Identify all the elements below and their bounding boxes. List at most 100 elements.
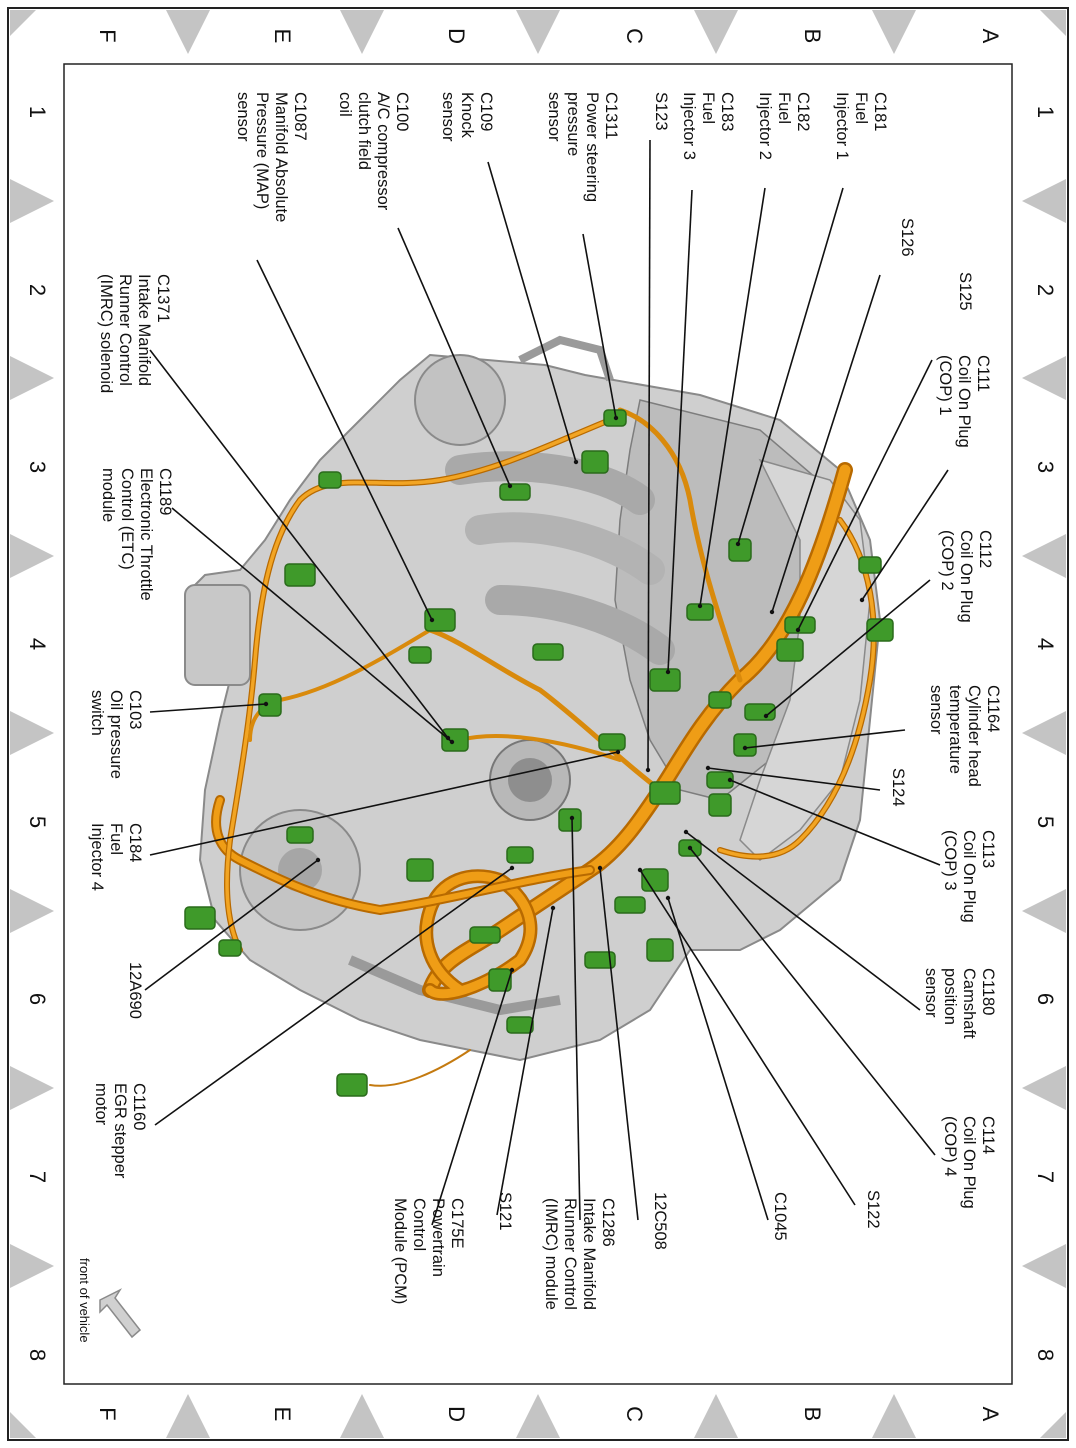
callout-code: 12C508 (651, 1192, 669, 1250)
connector-plug (858, 556, 882, 574)
leader-endpoint (573, 459, 579, 465)
grid-row-d-bottom: D (444, 1406, 469, 1422)
connector-plug (708, 691, 732, 709)
leader-endpoint (769, 609, 775, 615)
connector-plug (406, 858, 434, 882)
callout-code: C1180 (979, 968, 997, 1015)
leader-line (771, 274, 881, 613)
grid-col-5-right: 5 (1033, 816, 1058, 828)
callout-description-line: Runner Control (116, 274, 134, 386)
leader-endpoint (597, 865, 603, 871)
leader-line (144, 859, 319, 991)
grid-col-8-right: 8 (1033, 1349, 1058, 1361)
callout-code: C1311 (602, 92, 620, 139)
zone-marker-left-4 (10, 889, 54, 933)
connector-plug (286, 826, 314, 844)
leader-line (639, 869, 856, 1206)
leader-endpoint (763, 713, 769, 719)
grid-col-2-right: 2 (1033, 284, 1058, 296)
harness-branch-center (427, 627, 663, 793)
connectors (184, 409, 894, 1097)
callout-description-line: clutch field (355, 92, 373, 170)
callout-description-line: (COP) 1 (936, 355, 954, 416)
callout-description-line: Camshaft (960, 968, 978, 1039)
callout-code: C113 (979, 830, 997, 868)
leader-endpoint (509, 865, 515, 871)
leader-line (861, 469, 949, 601)
grid-col-3-left: 3 (25, 461, 50, 473)
zone-marker-right-0 (1022, 179, 1066, 223)
leader-line (571, 817, 581, 1221)
callout-code: C114 (979, 1116, 997, 1154)
callout-description-line: Manifold Absolute (272, 92, 290, 222)
grid-row-f-bottom: F (95, 1407, 120, 1420)
leader-endpoint (569, 815, 575, 821)
leader-endpoint (645, 767, 651, 773)
leader-endpoint (507, 483, 513, 489)
callout-description-line: Fuel (699, 92, 717, 124)
leader-line (256, 259, 433, 621)
connector-plug (733, 733, 757, 757)
callout-code: C181 (871, 92, 889, 131)
leader-endpoint (429, 617, 435, 623)
leader-line (707, 767, 881, 791)
leader-endpoint (705, 765, 711, 771)
zone-marker-bottom-0 (872, 1394, 916, 1438)
callout-description-line: Coil On Plug (957, 530, 975, 623)
ac-compressor (414, 354, 506, 446)
leader-line (744, 729, 906, 749)
callout-code: C1164 (984, 685, 1002, 732)
callout-code: S124 (889, 768, 907, 807)
connector-plug (776, 638, 804, 662)
grid-row-e-bottom: E (270, 1407, 295, 1422)
zone-marker-top-4 (166, 10, 210, 54)
engine-bracket (518, 335, 614, 382)
callout-description-line: Powertrain (429, 1198, 447, 1277)
callout-code: C112 (976, 530, 994, 568)
callout-description-line: sensor (927, 685, 945, 735)
leader-line (667, 189, 693, 673)
callout-description-line: switch (88, 690, 106, 736)
harness-branch-oil (248, 628, 432, 742)
grid-col-7-right: 7 (1033, 1171, 1058, 1183)
leader-line (149, 703, 267, 713)
callout-code: C1371 (154, 274, 172, 323)
callout-c1045: C1045 (771, 1192, 789, 1241)
callout-description-line: Runner Control (561, 1198, 579, 1310)
callout-s124: S124 (889, 768, 907, 807)
leader-line (797, 359, 933, 631)
leader-line (667, 897, 769, 1221)
harness-outer-right-inner (718, 518, 876, 859)
harness-pcm-loop-inner (421, 871, 535, 999)
callout-code: S125 (956, 272, 974, 311)
callout-description-line: Intake Manifold (135, 274, 153, 386)
harness-branch-front-inner (213, 797, 593, 913)
connector-plug (408, 646, 432, 664)
grid-row-c-bottom: C (622, 1406, 647, 1422)
leader-line (685, 831, 921, 1011)
leader-line (582, 233, 617, 419)
grid-col-3-right: 3 (1033, 461, 1058, 473)
connector-plug (646, 938, 674, 962)
leader-line (496, 907, 554, 1216)
connector-plug (336, 1073, 368, 1097)
grid-col-1-left: 1 (25, 106, 50, 118)
callout-code: C111 (974, 355, 992, 392)
leader-line (737, 187, 844, 545)
harness-outer-left-inner (225, 418, 612, 952)
leader-line (729, 779, 941, 866)
callout-description-line: Oil pressure (107, 690, 125, 779)
leader-line (397, 227, 511, 487)
grid-row-labels-top: A B C D E F (95, 28, 1003, 44)
connector-plug (728, 538, 752, 562)
leader-endpoint (615, 749, 621, 755)
